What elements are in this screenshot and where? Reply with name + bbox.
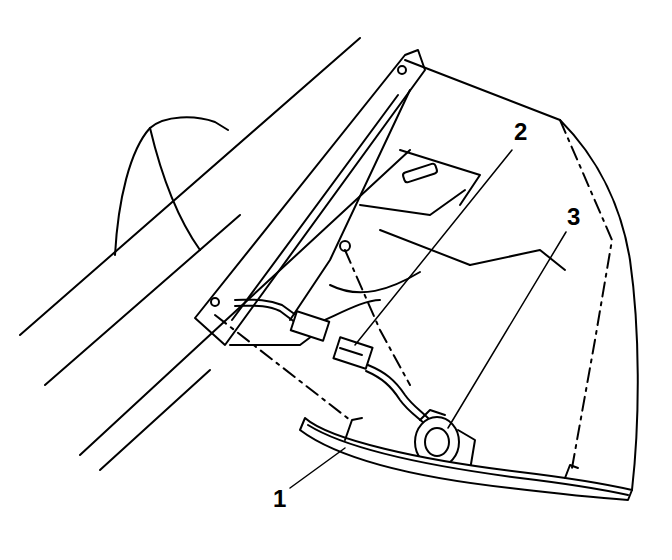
lens-edge — [308, 425, 628, 495]
callout-number: 2 — [513, 120, 528, 144]
wire — [368, 365, 430, 420]
frame-line — [45, 215, 240, 385]
connector-male — [333, 337, 372, 368]
bulb-socket-inner — [425, 428, 449, 456]
mount-slot — [400, 150, 480, 205]
connector-detail — [340, 348, 362, 355]
mount-rib — [360, 190, 465, 215]
alignment-line — [560, 120, 612, 468]
alignment-line — [215, 315, 350, 420]
wire — [235, 300, 300, 318]
leader-line — [355, 150, 512, 345]
socket-tab — [420, 410, 445, 420]
mount-hole — [398, 66, 406, 74]
lens-tab — [345, 418, 362, 440]
callout-number: 1 — [272, 487, 287, 511]
leader-line — [290, 448, 345, 488]
wire — [366, 371, 426, 425]
mount-hole — [211, 298, 219, 306]
frame-line — [100, 370, 210, 470]
housing-edge — [150, 128, 200, 250]
leader-line — [448, 232, 566, 428]
wire — [235, 306, 296, 323]
lens-tab — [565, 465, 578, 478]
callout-number: 3 — [566, 205, 581, 229]
connector-female — [291, 311, 330, 341]
lamp-lens — [300, 418, 632, 500]
cover-edge — [470, 250, 565, 270]
mount-slot — [402, 163, 437, 183]
housing-outline — [115, 117, 228, 255]
mount-rib — [380, 230, 470, 265]
cover-outline — [405, 60, 638, 490]
